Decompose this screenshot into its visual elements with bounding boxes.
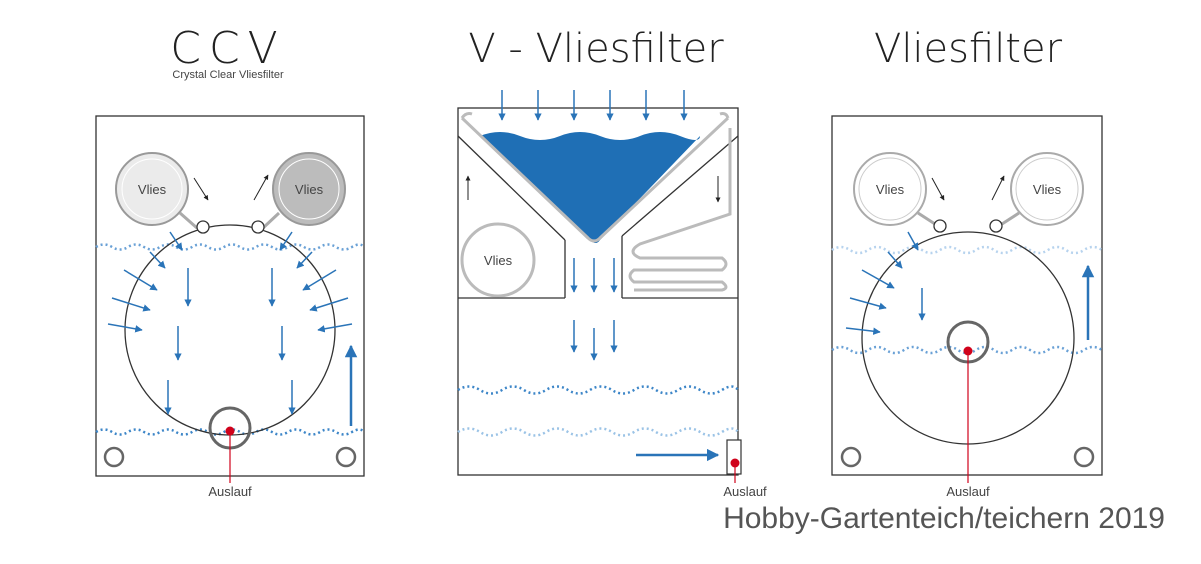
vf-tank bbox=[831, 115, 1103, 476]
vv-roll bbox=[460, 222, 536, 298]
ccv-title: CCV bbox=[170, 23, 286, 74]
vv-water-body bbox=[480, 132, 700, 243]
vv-used-fleece bbox=[628, 128, 732, 292]
ccv-outlet-point bbox=[225, 426, 235, 436]
vf-roll-left bbox=[853, 152, 927, 226]
vv-title: V - Vliesfilter bbox=[468, 26, 724, 72]
vv-outlet-label: Auslauf bbox=[723, 484, 767, 499]
ccv-water-level-top bbox=[95, 243, 365, 251]
footer-credit: Hobby-Gartenteich/teichern 2019 bbox=[723, 502, 1165, 535]
vf-roll-right bbox=[1010, 152, 1084, 226]
vv-inflow-arrows bbox=[498, 90, 688, 361]
vf-flow-arrows bbox=[845, 231, 926, 335]
ccv-drum bbox=[124, 224, 336, 436]
vf-outlet-label: Auslauf bbox=[946, 484, 990, 499]
vf-title: Vliesfilter bbox=[874, 26, 1063, 72]
vv-fleece-v bbox=[460, 116, 730, 243]
vv-panel: V - Vliesfilter Vlies bbox=[457, 26, 767, 499]
ccv-outlet-label: Auslauf bbox=[208, 484, 252, 499]
ccv-roll-right bbox=[272, 152, 346, 226]
ccv-roll-left-label: Vlies bbox=[138, 182, 167, 197]
vv-tank bbox=[457, 107, 739, 476]
vv-outlet-point bbox=[730, 458, 740, 468]
vf-roll-left-label: Vlies bbox=[876, 182, 905, 197]
ccv-guide-roller-left bbox=[196, 220, 210, 234]
ccv-flow-arrows bbox=[107, 231, 353, 415]
vf-outlet-point bbox=[963, 346, 973, 356]
vf-panel: Vliesfilter Vlies Vlies Auslauf bbox=[831, 26, 1103, 499]
ccv-roll-right-label: Vlies bbox=[295, 182, 324, 197]
vv-roll-label: Vlies bbox=[484, 253, 513, 268]
vv-outlet-box bbox=[726, 439, 742, 475]
ccv-subtitle: Crystal Clear Vliesfilter bbox=[172, 69, 284, 81]
vf-roll-right-label: Vlies bbox=[1033, 182, 1062, 197]
ccv-roll-left bbox=[115, 152, 189, 226]
ccv-guide-roller-right bbox=[251, 220, 265, 234]
ccv-panel: CCV Crystal Clear Vliesfilter Vlies Vlie… bbox=[95, 23, 365, 499]
